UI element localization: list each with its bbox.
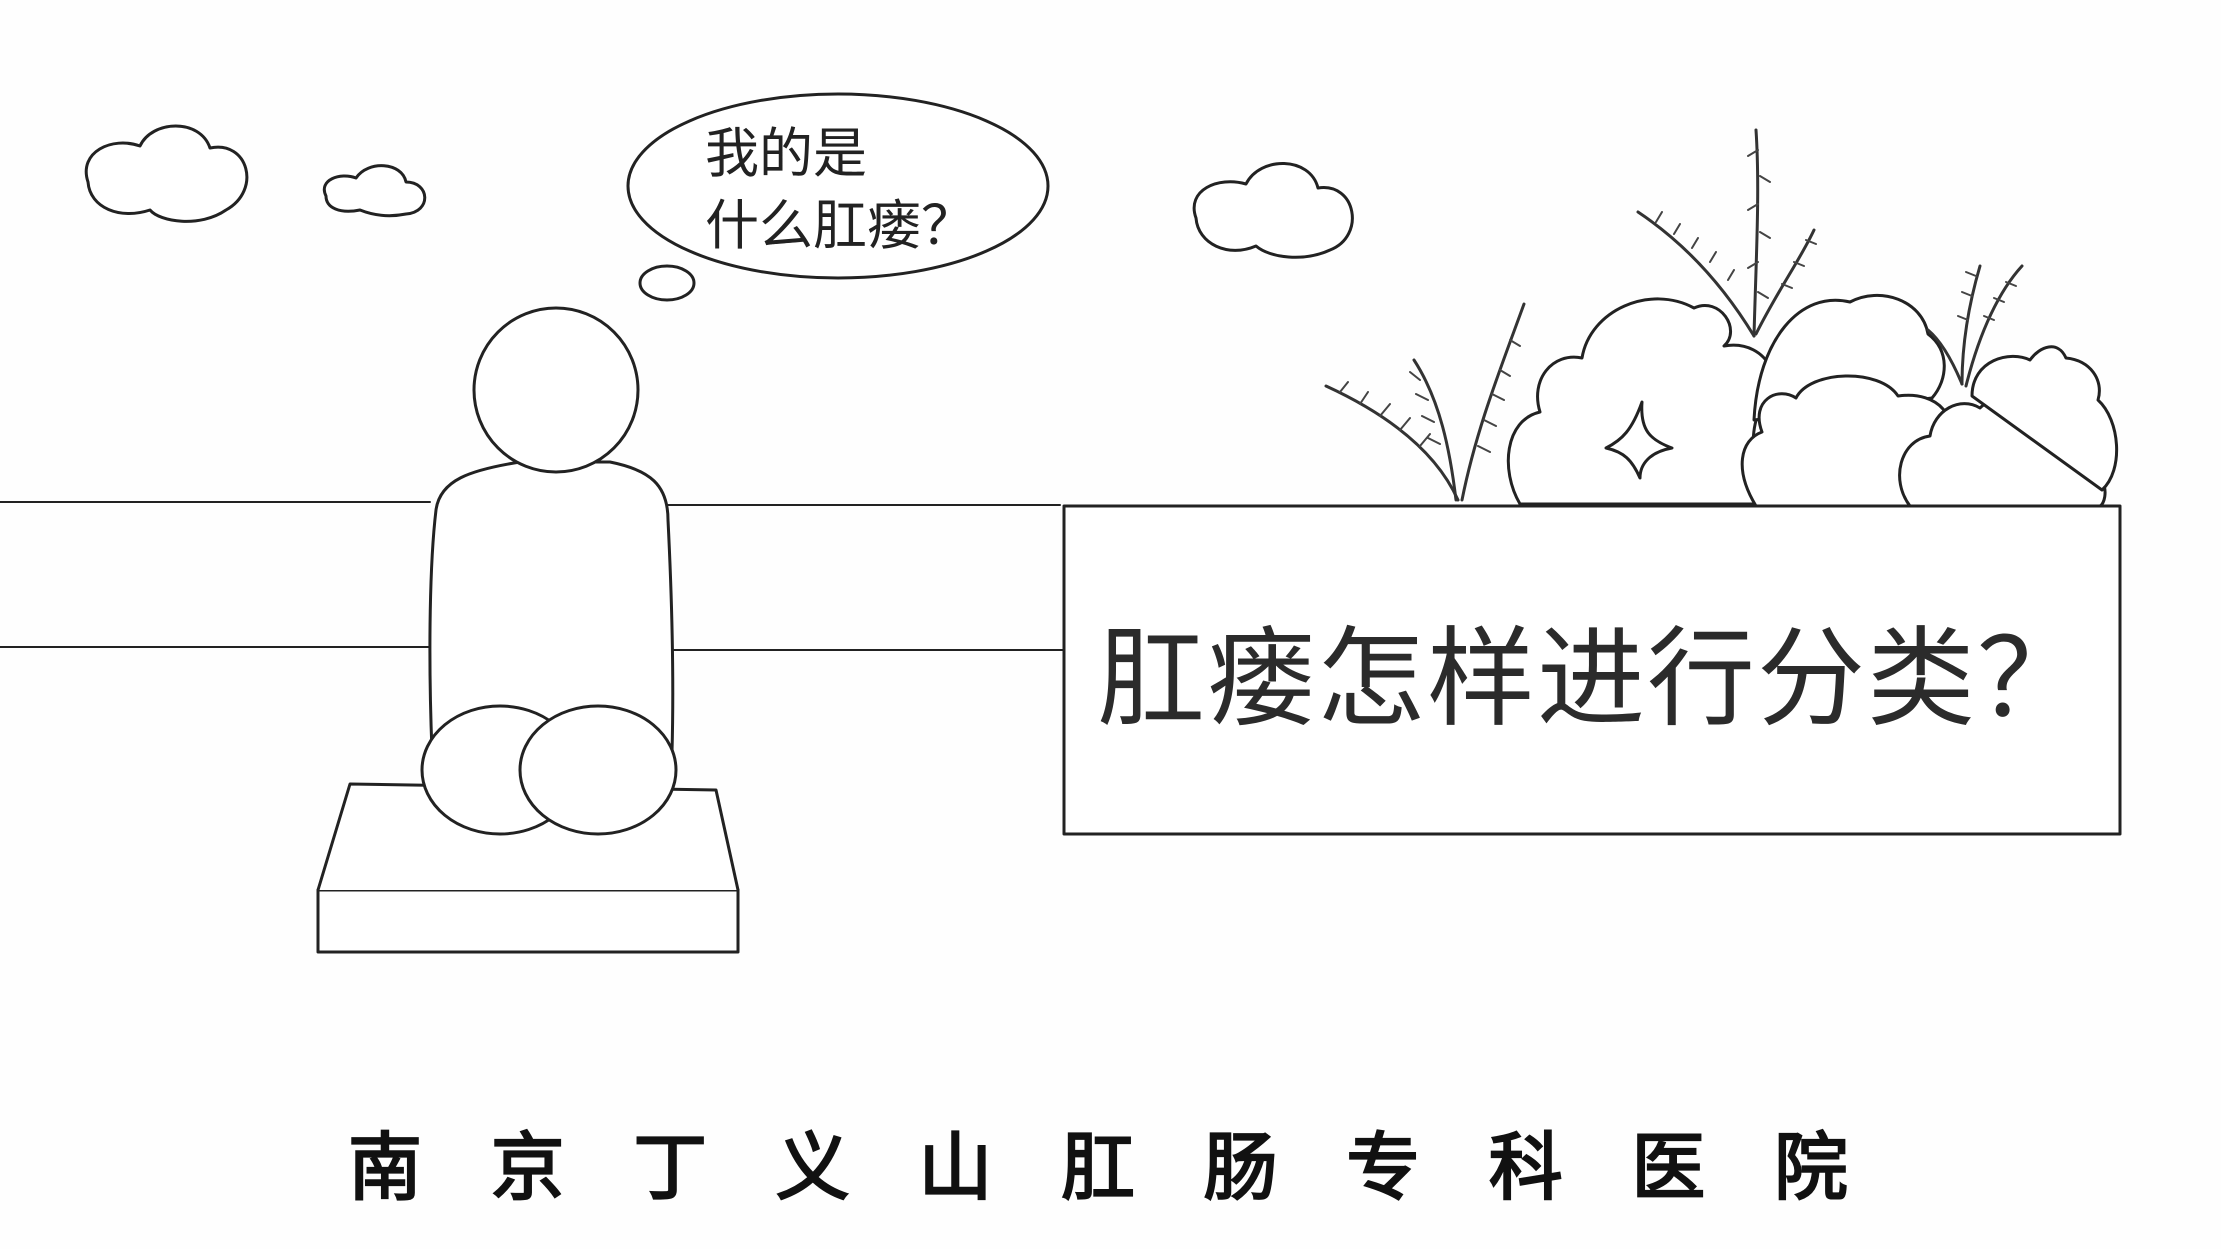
headline-title: 肛瘘怎样进行分类？ xyxy=(1096,617,2087,742)
hospital-name-char: 丁 xyxy=(633,1125,708,1211)
grass-texture xyxy=(1339,149,2017,453)
hospital-name-char: 专 xyxy=(1346,1125,1421,1211)
hospital-name-char: 医 xyxy=(1631,1125,1706,1211)
thought-bubble xyxy=(626,92,1050,280)
hospital-name-char: 京 xyxy=(490,1125,565,1211)
thought-text-line-1: 我的是 xyxy=(705,122,867,185)
hospital-name-char: 义 xyxy=(775,1125,850,1211)
thought-bubble-tail xyxy=(638,264,696,302)
headline-box xyxy=(1062,504,2122,836)
hospital-name-char: 肠 xyxy=(1203,1125,1278,1211)
cloud-icon xyxy=(1192,162,1354,259)
hospital-name-char: 科 xyxy=(1488,1125,1563,1211)
thought-text-line-2: 什么肛瘘？ xyxy=(705,194,975,257)
background-lines xyxy=(0,501,1065,651)
cloud-icon xyxy=(322,164,427,218)
hospital-name-char: 南 xyxy=(348,1125,422,1211)
hospital-name-char: 肛 xyxy=(1060,1125,1135,1211)
bushes xyxy=(1506,293,2119,508)
cloud-icon xyxy=(84,124,249,223)
grass xyxy=(1324,128,2024,502)
sitting-person xyxy=(316,306,740,954)
hospital-name-char: 院 xyxy=(1773,1125,1848,1211)
hospital-name: 南 京 丁 义 山 肛 肠 专 科 医 院 xyxy=(348,1108,1848,1215)
sparkle-icon xyxy=(1604,400,1674,480)
hospital-name-char: 山 xyxy=(918,1125,993,1211)
